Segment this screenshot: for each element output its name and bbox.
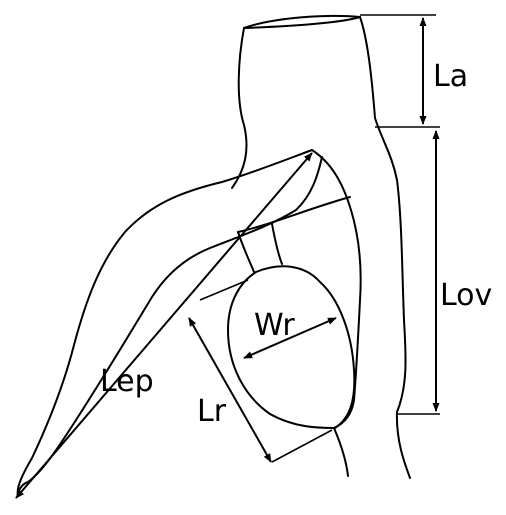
wr-label: Wr [254, 308, 295, 343]
la-label: La [433, 59, 468, 94]
lov-label: Lov [440, 278, 492, 313]
neck-left [238, 232, 254, 272]
duct-cross-band [238, 197, 350, 232]
lr-top-tick [200, 280, 248, 300]
vessel-right-wall [360, 17, 410, 478]
top-rim [244, 16, 360, 28]
lep-label: Lep [100, 364, 154, 399]
upper-tube-left-wall [232, 28, 247, 188]
lr-bottom-tick [272, 430, 332, 462]
neck-right [272, 224, 282, 264]
lower-stem [334, 428, 348, 476]
round-body [228, 266, 354, 428]
lr-label: Lr [197, 394, 227, 429]
